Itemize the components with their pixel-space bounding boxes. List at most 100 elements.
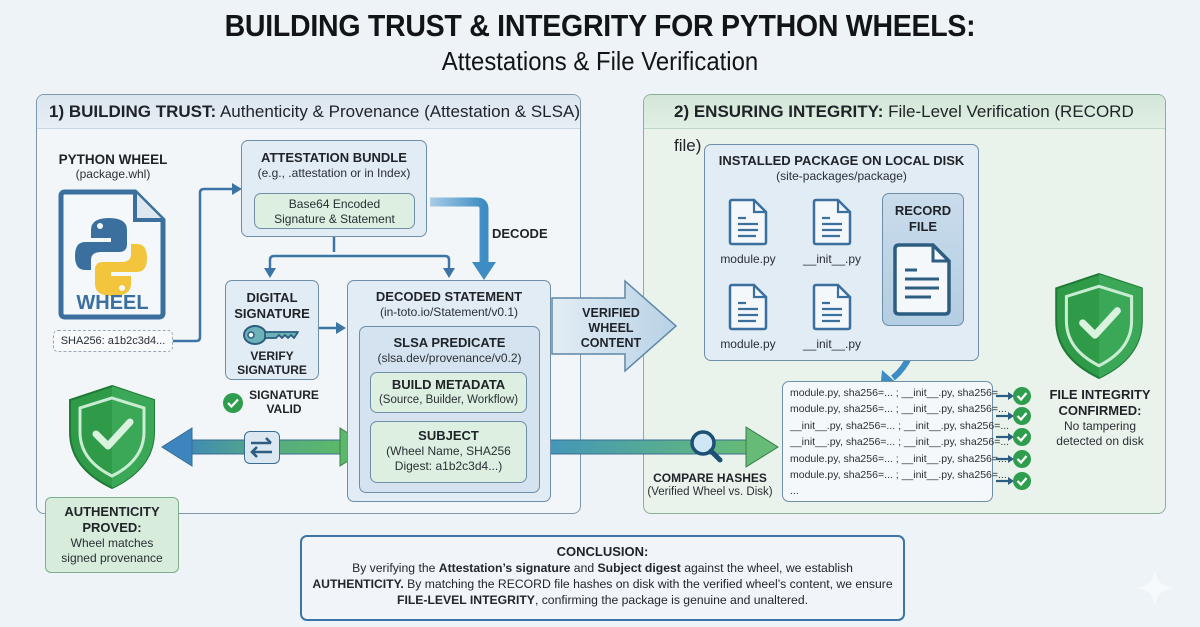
valid-line1: SIGNATURE (249, 388, 319, 402)
hash-check-icon (996, 387, 1031, 405)
heading-rest: Authenticity & Provenance (Attestation &… (216, 102, 580, 121)
hash-line: __init__.py, sha256=... ; __init__.py, s… (790, 419, 1010, 432)
authenticity-line1: AUTHENTICITY (64, 504, 160, 519)
verified-line1: VERIFIED (582, 306, 640, 320)
double-arrow-left-head (161, 427, 193, 467)
verified-line2: WHEEL (588, 321, 634, 335)
file-icon (728, 283, 768, 331)
valid-line2: VALID (266, 402, 302, 416)
key-icon (243, 325, 299, 345)
integrity-confirmed-label: FILE INTEGRITY CONFIRMED: No tampering d… (1038, 387, 1162, 449)
installed-subtitle: (site-packages/package) (776, 169, 907, 183)
decode-arrow (430, 197, 489, 265)
encoded-line1: Base64 Encoded (288, 197, 381, 211)
compare-arrowhead (745, 426, 779, 468)
conclusion-text: By verifying the Attestation’s signature… (312, 561, 893, 607)
compare-subtitle: (Verified Wheel vs. Disk) (647, 486, 773, 498)
heading-bold: 2) ENSURING INTEGRITY: (674, 102, 884, 121)
wheel-to-bundle-arrowhead (232, 183, 242, 195)
integrity-line4: detected on disk (1056, 434, 1144, 448)
conclusion-box: CONCLUSION: By verifying the Attestation… (300, 535, 905, 621)
digital-signature-box: DIGITAL SIGNATURE VERIFY SIGNATURE (225, 280, 319, 380)
hash-line: module.py, sha256=... ; __init__.py, sha… (790, 469, 1007, 482)
record-file-box: RECORD FILE (882, 193, 964, 326)
decode-label: DECODE (492, 226, 548, 241)
magnifier-icon (688, 428, 724, 464)
wheel-hash: SHA256: a1b2c3d4... (53, 330, 173, 352)
authenticity-line2: PROVED: (82, 520, 142, 535)
record-hash-list: module.py, sha256=... ; __init__.py, sha… (782, 381, 1010, 502)
subject-box: SUBJECT (Wheel Name, SHA256 Digest: a1b2… (370, 421, 527, 483)
verified-content-arrow (551, 279, 678, 373)
file-icon (812, 283, 852, 331)
predicate-title: SLSA PREDICATE (393, 335, 506, 350)
statement-title: DECODED STATEMENT (375, 289, 523, 304)
branch-right-arrowhead (443, 268, 455, 278)
hash-line: ... (790, 485, 799, 498)
signature-valid-check-icon (223, 393, 243, 413)
hash-line: module.py, sha256=... ; __init__.py, sha… (790, 403, 1007, 416)
verify-line2: SIGNATURE (237, 363, 307, 377)
decode-arrowhead (472, 262, 496, 280)
build-metadata-box: BUILD METADATA (Source, Builder, Workflo… (370, 372, 527, 413)
file-label: module.py (720, 252, 776, 266)
hash-check-column (996, 387, 1031, 490)
page-title: BUILDING TRUST & INTEGRITY FOR PYTHON WH… (224, 8, 976, 43)
panel-building-trust-heading: 1) BUILDING TRUST: Authenticity & Proven… (37, 95, 580, 129)
installed-title: INSTALLED PACKAGE ON LOCAL DISK (718, 153, 965, 168)
signature-title-line1: DIGITAL (246, 290, 298, 305)
authenticity-line4: signed provenance (61, 551, 163, 565)
sparkle-icon (1135, 568, 1175, 608)
conclusion-title: CONCLUSION: (556, 544, 649, 559)
statement-subtitle: (in-toto.io/Statement/v0.1) (379, 305, 519, 319)
integrity-line2: CONFIRMED: (1058, 403, 1142, 418)
integrity-line1: FILE INTEGRITY (1049, 387, 1151, 402)
wheel-to-bundle-line (172, 187, 232, 343)
slsa-predicate-box: SLSA PREDICATE (slsa.dev/provenance/v0.2… (359, 326, 540, 493)
bundle-title: ATTESTATION BUNDLE (261, 150, 407, 165)
subject-line1: (Wheel Name, SHA256 (386, 444, 511, 458)
signature-valid-label: SIGNATURE VALID (244, 388, 324, 416)
bundle-encoded-box: Base64 Encoded Signature & Statement (254, 193, 415, 229)
file-label: __init__.py (802, 252, 862, 266)
predicate-subtitle: (slsa.dev/provenance/v0.2) (377, 351, 522, 365)
file-icon (812, 198, 852, 246)
verified-line3: CONTENT (580, 336, 642, 350)
bundle-subtitle: (e.g., .attestation or in Index) (257, 166, 411, 180)
hash-check-icon (996, 428, 1031, 446)
signature-title-line2: SIGNATURE (234, 306, 310, 321)
file-icon (728, 198, 768, 246)
hash-check-icon (996, 472, 1031, 490)
integrity-line3: No tampering (1063, 419, 1137, 433)
decoded-statement-box: DECODED STATEMENT (in-toto.io/Statement/… (347, 280, 551, 502)
attestation-bundle-box: ATTESTATION BUNDLE (e.g., .attestation o… (241, 140, 427, 237)
branch-left-arrowhead (264, 268, 276, 278)
panel-ensuring-integrity-heading: 2) ENSURING INTEGRITY: File-Level Verifi… (644, 95, 1165, 155)
wheel-filename: (package.whl) (75, 167, 151, 181)
hash-check-icon (996, 407, 1031, 425)
authenticity-line3: Wheel matches (70, 536, 154, 550)
wheel-label: WHEEL (76, 292, 149, 314)
integrity-shield-icon (1050, 270, 1148, 382)
hash-check-icon (996, 450, 1031, 468)
signature-to-statement-arrowhead (336, 322, 346, 334)
verified-content-label: VERIFIED WHEEL CONTENT (568, 306, 654, 351)
compare-hashes-label: COMPARE HASHES (Verified Wheel vs. Disk) (640, 471, 780, 499)
file-label: __init__.py (802, 337, 862, 351)
encoded-line2: Signature & Statement (274, 212, 395, 226)
record-line2: FILE (908, 219, 938, 234)
metadata-title: BUILD METADATA (391, 377, 506, 392)
python-logo-icon (75, 218, 147, 296)
subject-line2: Digest: a1b2c3d4...) (394, 459, 503, 473)
swap-icon (244, 431, 280, 464)
record-line1: RECORD (894, 203, 952, 218)
verify-line1: VERIFY (250, 349, 294, 363)
bundle-branch-line (268, 237, 451, 270)
record-file-icon (893, 243, 951, 316)
subject-title: SUBJECT (418, 428, 479, 443)
wheel-file-icon (57, 188, 168, 321)
compare-title: COMPARE HASHES (653, 471, 767, 485)
authenticity-shield-icon (64, 382, 160, 492)
wheel-title: PYTHON WHEEL (58, 152, 168, 167)
heading-rest: File-Level Verification (RECORD file) (674, 102, 1134, 155)
